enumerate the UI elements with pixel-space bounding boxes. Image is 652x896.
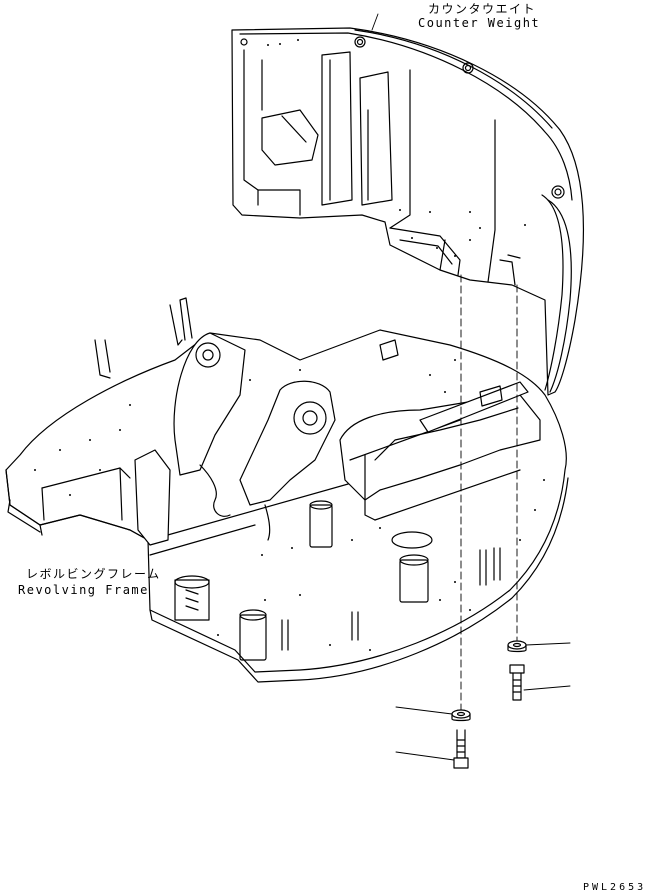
assembly-centre-lines (461, 275, 517, 710)
counter-weight-label-en: Counter Weight (418, 16, 541, 30)
right-washer-bolt-set (508, 641, 526, 700)
drawing-code: PWL2653 (583, 882, 647, 893)
leader-lines (372, 14, 570, 760)
counter-weight (232, 28, 583, 395)
revolving-frame-label-jp: レボルビングフレーム (26, 567, 161, 581)
revolving-frame-label-en: Revolving Frame (18, 583, 149, 597)
left-washer-bolt-set (452, 710, 470, 768)
revolving-frame (6, 298, 568, 682)
counter-weight-label-jp: カウンタウエイト (428, 2, 537, 16)
